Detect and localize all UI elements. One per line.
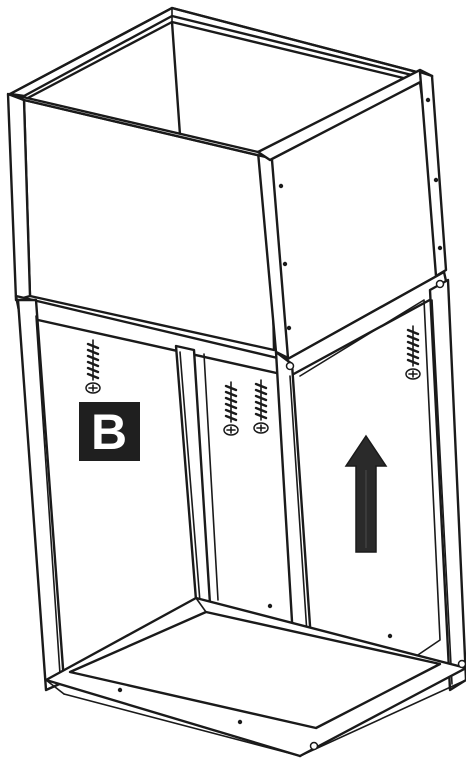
part-label: B [79,402,140,461]
part-label-text: B [91,404,127,460]
screw-icon [406,326,420,379]
screw-icon [254,380,268,433]
lower-frame [16,272,466,756]
screw-icon [224,382,238,435]
up-arrow-icon [346,436,386,552]
screw-icon [86,340,100,393]
